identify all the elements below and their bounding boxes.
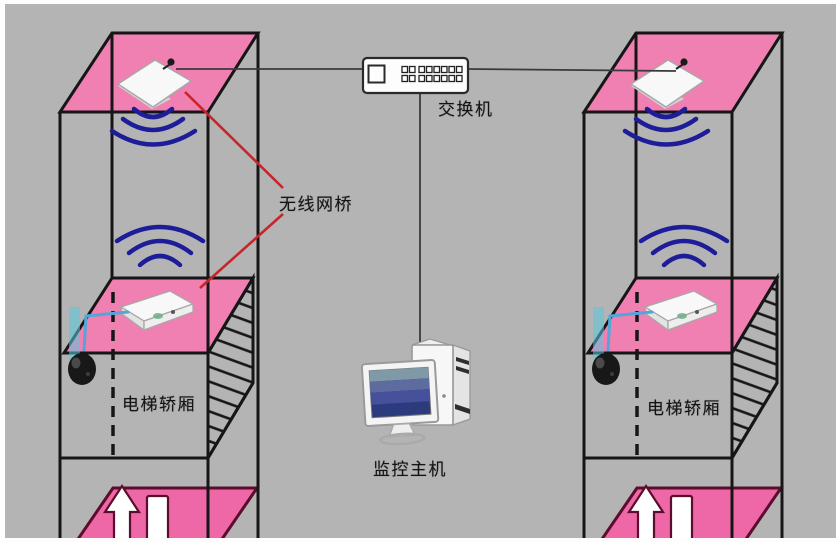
- camera-cable: [82, 310, 130, 352]
- switch-ports: [401, 65, 463, 83]
- elevator-car-right-label: 电梯轿厢: [647, 399, 721, 419]
- right-elevator-shaft: [581, 31, 785, 542]
- image-border-top: [0, 0, 836, 4]
- right-car-bottom-side: [730, 382, 779, 459]
- backbone-wires: [176, 68, 677, 344]
- left-car-bottom-side: [206, 382, 255, 459]
- dome-camera-icon: [592, 307, 654, 385]
- pointer-line: [199, 213, 284, 289]
- antenna-icon: [167, 58, 175, 66]
- switch-label: 交换机: [438, 100, 494, 120]
- wifi-arcs-icon: [109, 106, 198, 147]
- switch-ports-icon: [361, 56, 470, 95]
- wire-switch-to-right-bridge: [467, 68, 677, 72]
- wifi-arcs-icon: [622, 106, 711, 147]
- up-arrow-icon: [626, 483, 694, 542]
- wifi-arcs-icon: [114, 224, 206, 268]
- antenna-icon: [680, 58, 688, 66]
- wireless-bridge-icon: [629, 58, 706, 109]
- wireless-bridge-icon: [119, 290, 195, 332]
- left-elevator-shaft: [57, 31, 284, 542]
- monitor-screen: [360, 358, 440, 446]
- image-border-bottom: [0, 538, 836, 542]
- camera-cable: [606, 310, 654, 352]
- up-arrow-icon: [102, 483, 170, 542]
- wifi-arcs-icon: [638, 224, 730, 268]
- elevator-car-left-label: 电梯轿厢: [122, 395, 196, 415]
- pointer-line: [184, 91, 284, 189]
- monitoring-host-label: 监控主机: [373, 460, 447, 480]
- dome-camera-icon: [68, 307, 130, 385]
- wireless-bridge-label: 无线网桥: [279, 195, 353, 215]
- image-border-left: [0, 0, 5, 542]
- desktop-pc-icon: [360, 338, 471, 446]
- wireless-bridge-icon: [116, 58, 193, 109]
